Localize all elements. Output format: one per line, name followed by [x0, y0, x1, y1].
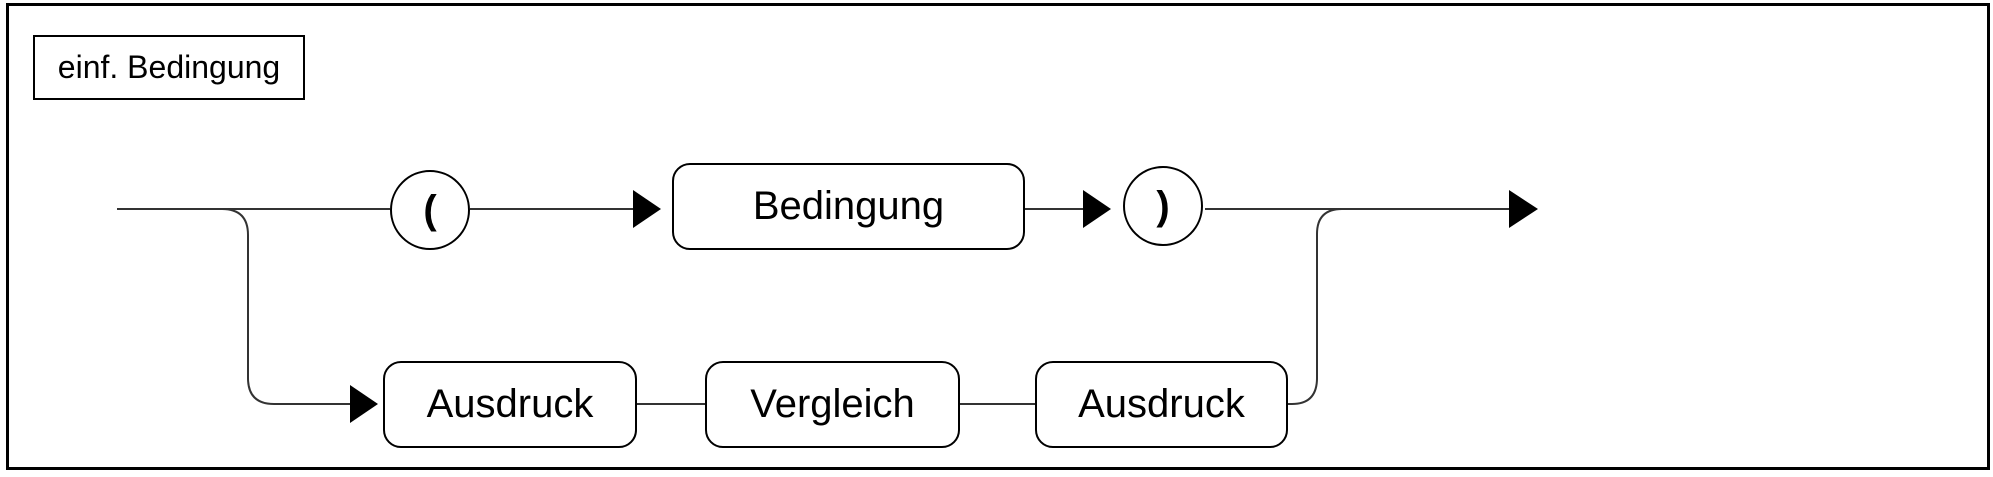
- diagram-border-frame: [6, 3, 1990, 470]
- branch-down-connector: [221, 208, 350, 405]
- rule-title-box: einf. Bedingung: [33, 35, 305, 100]
- rule-title: einf. Bedingung: [57, 49, 281, 85]
- nonterminal-ausdruck-left-label: Ausdruck: [426, 382, 594, 426]
- nonterminal-vergleich: Vergleich: [705, 361, 960, 448]
- nonterminal-ausdruck-right: Ausdruck: [1035, 361, 1288, 448]
- nonterminal-vergleich-label: Vergleich: [750, 382, 915, 426]
- arrow-right-icon: [1509, 190, 1538, 228]
- nonterminal-bedingung: Bedingung: [672, 163, 1025, 250]
- nonterminal-bedingung-label: Bedingung: [752, 184, 945, 228]
- arrow-right-icon: [633, 190, 661, 228]
- nonterminal-ausdruck-left: Ausdruck: [383, 361, 637, 448]
- terminal-open-paren: (: [390, 170, 470, 250]
- terminal-close-paren: ): [1123, 166, 1203, 246]
- terminal-open-paren-label: (: [423, 187, 437, 232]
- arrow-right-icon: [1083, 190, 1111, 228]
- arrow-right-icon: [350, 385, 378, 423]
- terminal-close-paren-label: ): [1156, 183, 1170, 228]
- branch-up-connector: [1288, 208, 1343, 405]
- nonterminal-ausdruck-right-label: Ausdruck: [1078, 382, 1245, 426]
